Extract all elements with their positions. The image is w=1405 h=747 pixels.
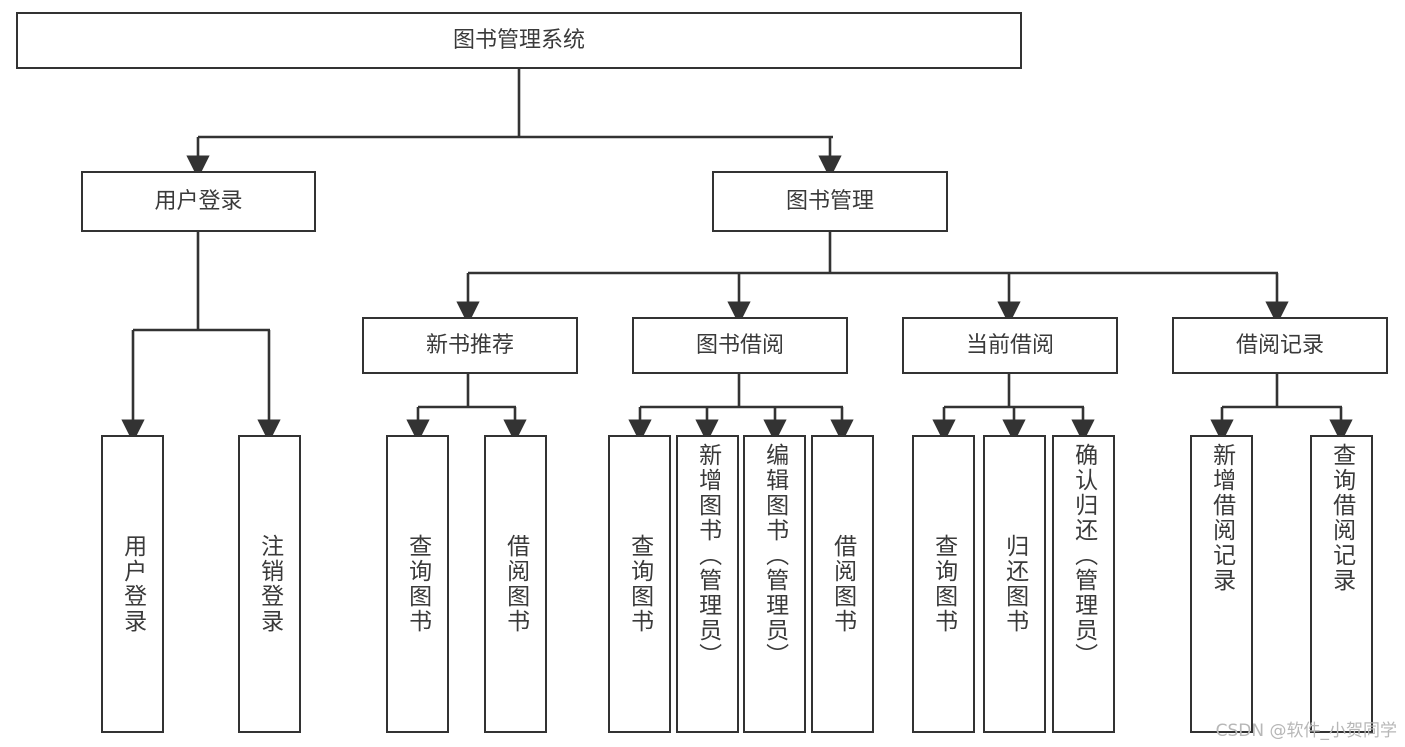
node-leaf[interactable]: 新增图书（管理员） [676,435,739,733]
node-leaf[interactable]: 借阅图书 [811,435,874,733]
node-leaf[interactable]: 查询图书 [386,435,449,733]
node-leaf-label: 编辑图书（管理员） [761,443,788,668]
node-leaf-label: 查询借阅记录 [1328,443,1355,593]
node-leaf-label: 查询图书 [930,534,957,634]
node-level3-current-borrow-label: 当前借阅 [965,332,1054,358]
node-leaf[interactable]: 用户登录 [101,435,164,733]
node-leaf-label: 借阅图书 [502,534,529,634]
node-leaf[interactable]: 新增借阅记录 [1190,435,1253,733]
node-leaf-label: 新增借阅记录 [1208,443,1235,593]
node-leaf-label: 借阅图书 [829,534,856,634]
node-leaf-label: 查询图书 [404,534,431,634]
node-leaf[interactable]: 借阅图书 [484,435,547,733]
node-level2-user-login[interactable]: 用户登录 [81,171,316,232]
node-level2-book-management-label: 图书管理 [785,188,874,214]
node-level3-book-borrow-label: 图书借阅 [695,332,784,358]
node-level3-book-borrow[interactable]: 图书借阅 [632,317,848,374]
node-leaf[interactable]: 查询图书 [912,435,975,733]
node-leaf-label: 新增图书（管理员） [694,443,721,668]
node-level2-book-management[interactable]: 图书管理 [712,171,948,232]
node-level3-new-book-recommend[interactable]: 新书推荐 [362,317,578,374]
node-leaf-label: 查询图书 [626,534,653,634]
node-level3-new-book-recommend-label: 新书推荐 [425,332,514,358]
node-leaf[interactable]: 注销登录 [238,435,301,733]
node-leaf[interactable]: 编辑图书（管理员） [743,435,806,733]
node-level2-user-login-label: 用户登录 [154,188,243,214]
node-leaf-label: 确认归还（管理员） [1070,443,1097,668]
node-leaf[interactable]: 查询借阅记录 [1310,435,1373,733]
node-leaf-label: 注销登录 [256,534,283,634]
node-leaf[interactable]: 确认归还（管理员） [1052,435,1115,733]
node-root[interactable]: 图书管理系统 [16,12,1022,69]
node-leaf-label: 用户登录 [119,534,146,634]
node-leaf[interactable]: 归还图书 [983,435,1046,733]
node-level3-current-borrow[interactable]: 当前借阅 [902,317,1118,374]
node-root-label: 图书管理系统 [452,27,585,53]
node-level3-borrow-records[interactable]: 借阅记录 [1172,317,1388,374]
node-level3-borrow-records-label: 借阅记录 [1235,332,1324,358]
node-leaf-label: 归还图书 [1001,534,1028,634]
node-leaf[interactable]: 查询图书 [608,435,671,733]
